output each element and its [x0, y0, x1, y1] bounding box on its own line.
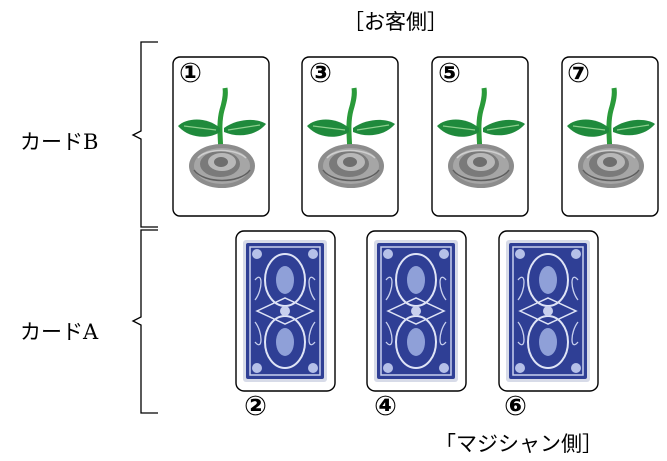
card-b-3	[431, 56, 529, 217]
card-b-4	[561, 56, 659, 217]
card-a-1-number: ②	[244, 391, 267, 422]
card-back-icon	[505, 239, 591, 383]
card-b-4-number: ⑦	[567, 58, 590, 89]
card-b-2	[301, 56, 399, 217]
card-a-1	[235, 230, 336, 392]
group-b-label: カードB	[20, 130, 99, 154]
card-a-3-number: ⑥	[504, 391, 527, 422]
card-b-2-number: ③	[309, 58, 332, 89]
top-caption: ［お客側］	[343, 10, 448, 34]
card-back-icon	[373, 239, 459, 383]
card-a-2	[366, 230, 467, 392]
bracket-b	[131, 41, 158, 228]
card-a-2-number: ④	[374, 391, 397, 422]
bracket-a	[131, 229, 158, 414]
bottom-caption: 「マジシャン側］	[435, 432, 603, 456]
card-b-1	[172, 56, 270, 217]
card-b-1-number: ①	[179, 58, 202, 89]
card-a-3	[498, 230, 599, 392]
card-back-icon	[242, 239, 328, 383]
group-a-label: カードA	[20, 320, 99, 344]
card-b-3-number: ⑤	[438, 58, 461, 89]
